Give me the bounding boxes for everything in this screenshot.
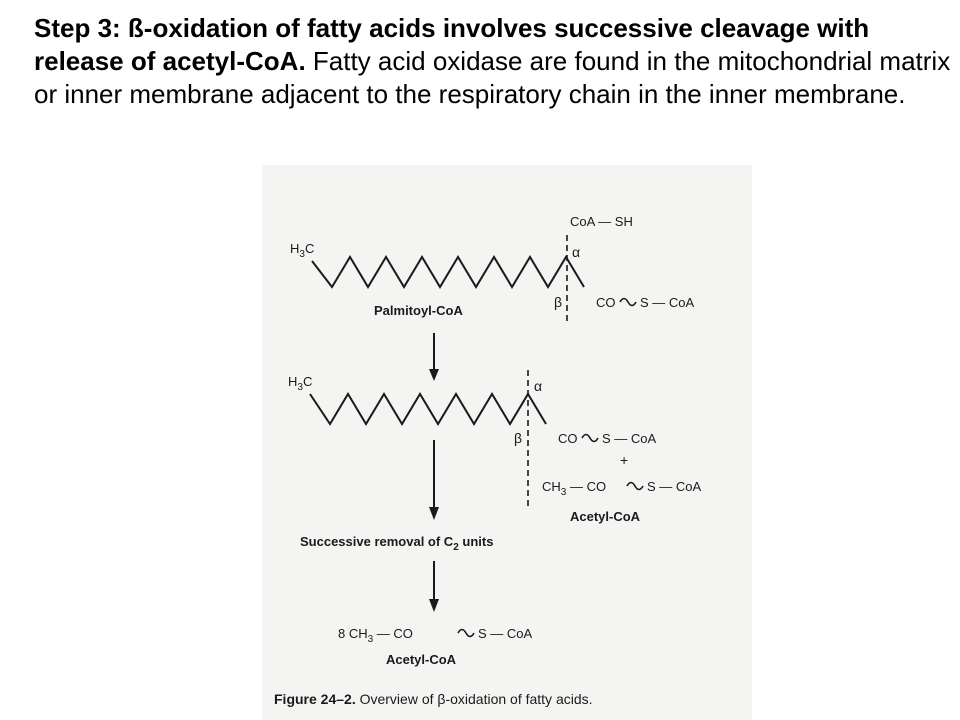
acetyl-coa-formula: CH3 — CO: [542, 479, 606, 498]
beta-oxidation-figure: CoA — SH H3C α β CO S — CoA Palmitoyl-Co…: [262, 165, 752, 720]
shortened-carbon-chain: [309, 392, 547, 426]
palmitoyl-carbon-chain: [311, 255, 585, 289]
palmitoyl-coa-label: Palmitoyl-CoA: [374, 303, 463, 318]
h3c-label-middle: H3C: [288, 374, 312, 393]
acetyl-coa-label-middle: Acetyl-CoA: [570, 509, 641, 524]
arrow-3-head: [429, 599, 439, 612]
coa-sh-label: CoA — SH: [570, 214, 633, 229]
plus-sign: +: [620, 452, 628, 468]
alpha-label-top: α: [572, 244, 580, 260]
thioester-bond-middle: [581, 433, 599, 443]
product-s-coa-label: S — CoA: [478, 626, 533, 641]
thioester-bond-product: [457, 628, 475, 638]
s-coa-label-acetyl: S — CoA: [647, 479, 702, 494]
s-coa-label-middle: S — CoA: [602, 431, 657, 446]
arrow-2-head: [429, 507, 439, 520]
beta-oxidation-diagram: CoA — SH H3C α β CO S — CoA Palmitoyl-Co…: [274, 214, 702, 707]
thioester-bond-acetyl: [626, 481, 644, 491]
co-label-middle: CO: [558, 431, 578, 446]
beta-label-middle: β: [514, 430, 522, 446]
successive-removal-label: Successive removal of C2 units: [300, 534, 493, 553]
alpha-label-middle: α: [534, 378, 542, 394]
arrow-1-head: [429, 369, 439, 381]
intro-paragraph: Step 3: ß-oxidation of fatty acids invol…: [34, 12, 954, 111]
intro-bold-text: Step 3: ß-oxidation of fatty acids invol…: [34, 13, 870, 77]
figure-caption: Figure 24–2. Overview of β-oxidation of …: [274, 691, 593, 707]
h3c-label-top: H3C: [290, 241, 314, 260]
acetyl-coa-label-bottom: Acetyl-CoA: [386, 652, 457, 667]
co-label-top: CO: [596, 295, 616, 310]
s-coa-label-top: S — CoA: [640, 295, 695, 310]
thioester-bond-top: [619, 297, 637, 307]
product-formula: 8 CH3 — CO: [338, 626, 413, 645]
beta-label-top: β: [554, 294, 562, 310]
intro-body-text: Fatty acid oxidase are found in the mito…: [34, 46, 951, 110]
